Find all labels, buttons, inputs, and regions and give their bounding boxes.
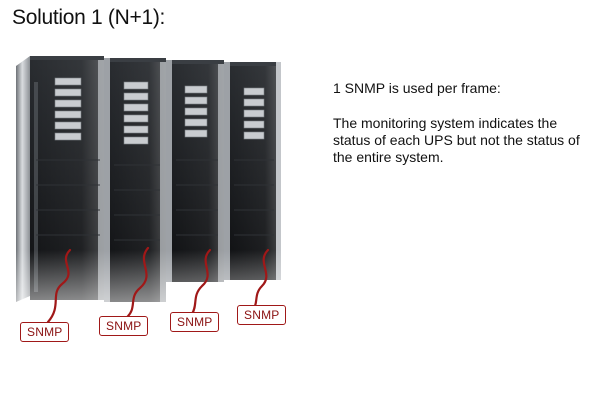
snmp-tag-1: SNMP (20, 322, 69, 342)
snmp-tag-2: SNMP (99, 316, 148, 336)
ups-cabinet-3 (166, 60, 224, 282)
ups-cabinet-4 (224, 62, 281, 280)
snmp-tag-3: SNMP (170, 312, 219, 332)
description-body: The monitoring system indicates the stat… (333, 115, 595, 166)
description-panel: 1 SNMP is used per frame: The monitoring… (333, 80, 595, 184)
snmp-tag-4: SNMP (237, 305, 286, 325)
description-heading: 1 SNMP is used per frame: (333, 80, 595, 97)
